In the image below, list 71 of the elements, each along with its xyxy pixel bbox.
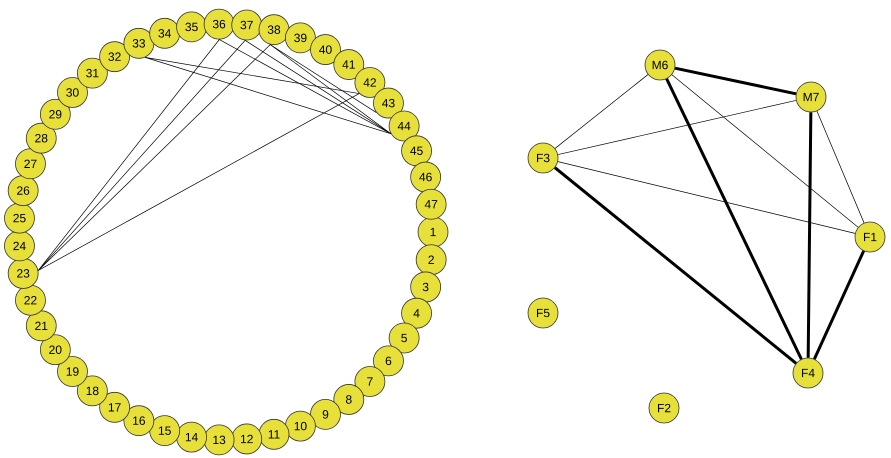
graph-node: 14 — [176, 422, 207, 452]
edge-line — [144, 57, 392, 134]
edge-line — [244, 40, 392, 134]
graph-node: M6 — [644, 50, 676, 80]
graph-node: 31 — [76, 58, 108, 89]
graph-node: 20 — [40, 334, 71, 366]
edge-line — [558, 100, 796, 155]
graph-node: 35 — [176, 12, 207, 42]
graph-node: 10 — [285, 410, 316, 442]
graph-node: 39 — [285, 22, 316, 54]
graph-node: 44 — [388, 110, 420, 142]
graph-node: 15 — [149, 415, 180, 446]
graph-node: 17 — [99, 392, 130, 423]
graph-node: 19 — [57, 356, 88, 387]
edge-line — [665, 78, 803, 360]
graph-node: 7 — [354, 366, 386, 397]
graph-node: 27 — [15, 148, 46, 180]
graph-node: 30 — [57, 77, 88, 108]
graph-node: 3 — [410, 272, 442, 302]
graph-node: F3 — [528, 142, 558, 174]
graph-node: 12 — [231, 424, 262, 454]
graph-node: 13 — [204, 424, 234, 456]
edge-line — [270, 44, 377, 113]
graph-node: 26 — [8, 175, 39, 206]
graph-node: M7 — [796, 82, 826, 112]
edge-line — [558, 161, 856, 234]
graph-node: 40 — [310, 34, 341, 65]
graph-node: 22 — [15, 284, 46, 316]
graph-node: 21 — [26, 310, 57, 342]
graph-node: F2 — [648, 392, 680, 424]
graph-node: 5 — [388, 322, 420, 354]
graph-node: 32 — [99, 41, 130, 72]
graph-node: 16 — [123, 405, 154, 436]
graph-node: F4 — [792, 358, 824, 388]
graph-node: 11 — [258, 418, 290, 450]
edge-line — [554, 166, 797, 364]
graph-node: 9 — [310, 399, 341, 430]
graph-node: 28 — [26, 122, 57, 154]
graph-node: 43 — [373, 88, 404, 118]
graph-node: 18 — [76, 375, 108, 406]
edge-line — [816, 110, 864, 224]
graph-node: 8 — [333, 384, 364, 415]
edge-line — [219, 39, 392, 134]
graph-node: 4 — [401, 298, 432, 329]
graph-node: 25 — [4, 202, 35, 234]
edge-line — [38, 93, 360, 271]
graph-node: 34 — [149, 18, 180, 49]
edge-line — [674, 66, 796, 96]
graph-node: 6 — [373, 346, 404, 376]
graph-node: 47 — [416, 188, 447, 220]
graph-node: 29 — [40, 98, 71, 130]
graph-node: 23 — [8, 258, 39, 289]
edge-line — [813, 250, 865, 360]
graph-node: 45 — [401, 135, 432, 166]
edge-line — [270, 44, 392, 134]
edge-line — [144, 57, 360, 94]
edge-line — [554, 74, 648, 149]
graph-node: 42 — [354, 67, 386, 98]
graph-node: 36 — [204, 8, 234, 40]
graph-node: 37 — [231, 10, 262, 40]
edge-line — [672, 74, 858, 228]
graph-node: 2 — [416, 244, 447, 276]
graph-node: 1 — [418, 216, 448, 248]
graph-node: F5 — [528, 298, 558, 328]
graph-node: 46 — [410, 162, 442, 192]
graph-node: 33 — [123, 28, 154, 59]
graph-node: 24 — [4, 230, 35, 262]
graph-node: 41 — [333, 49, 364, 80]
edge-line — [806, 112, 812, 358]
graph-node: F1 — [854, 222, 886, 252]
graph-node: 38 — [258, 14, 290, 46]
